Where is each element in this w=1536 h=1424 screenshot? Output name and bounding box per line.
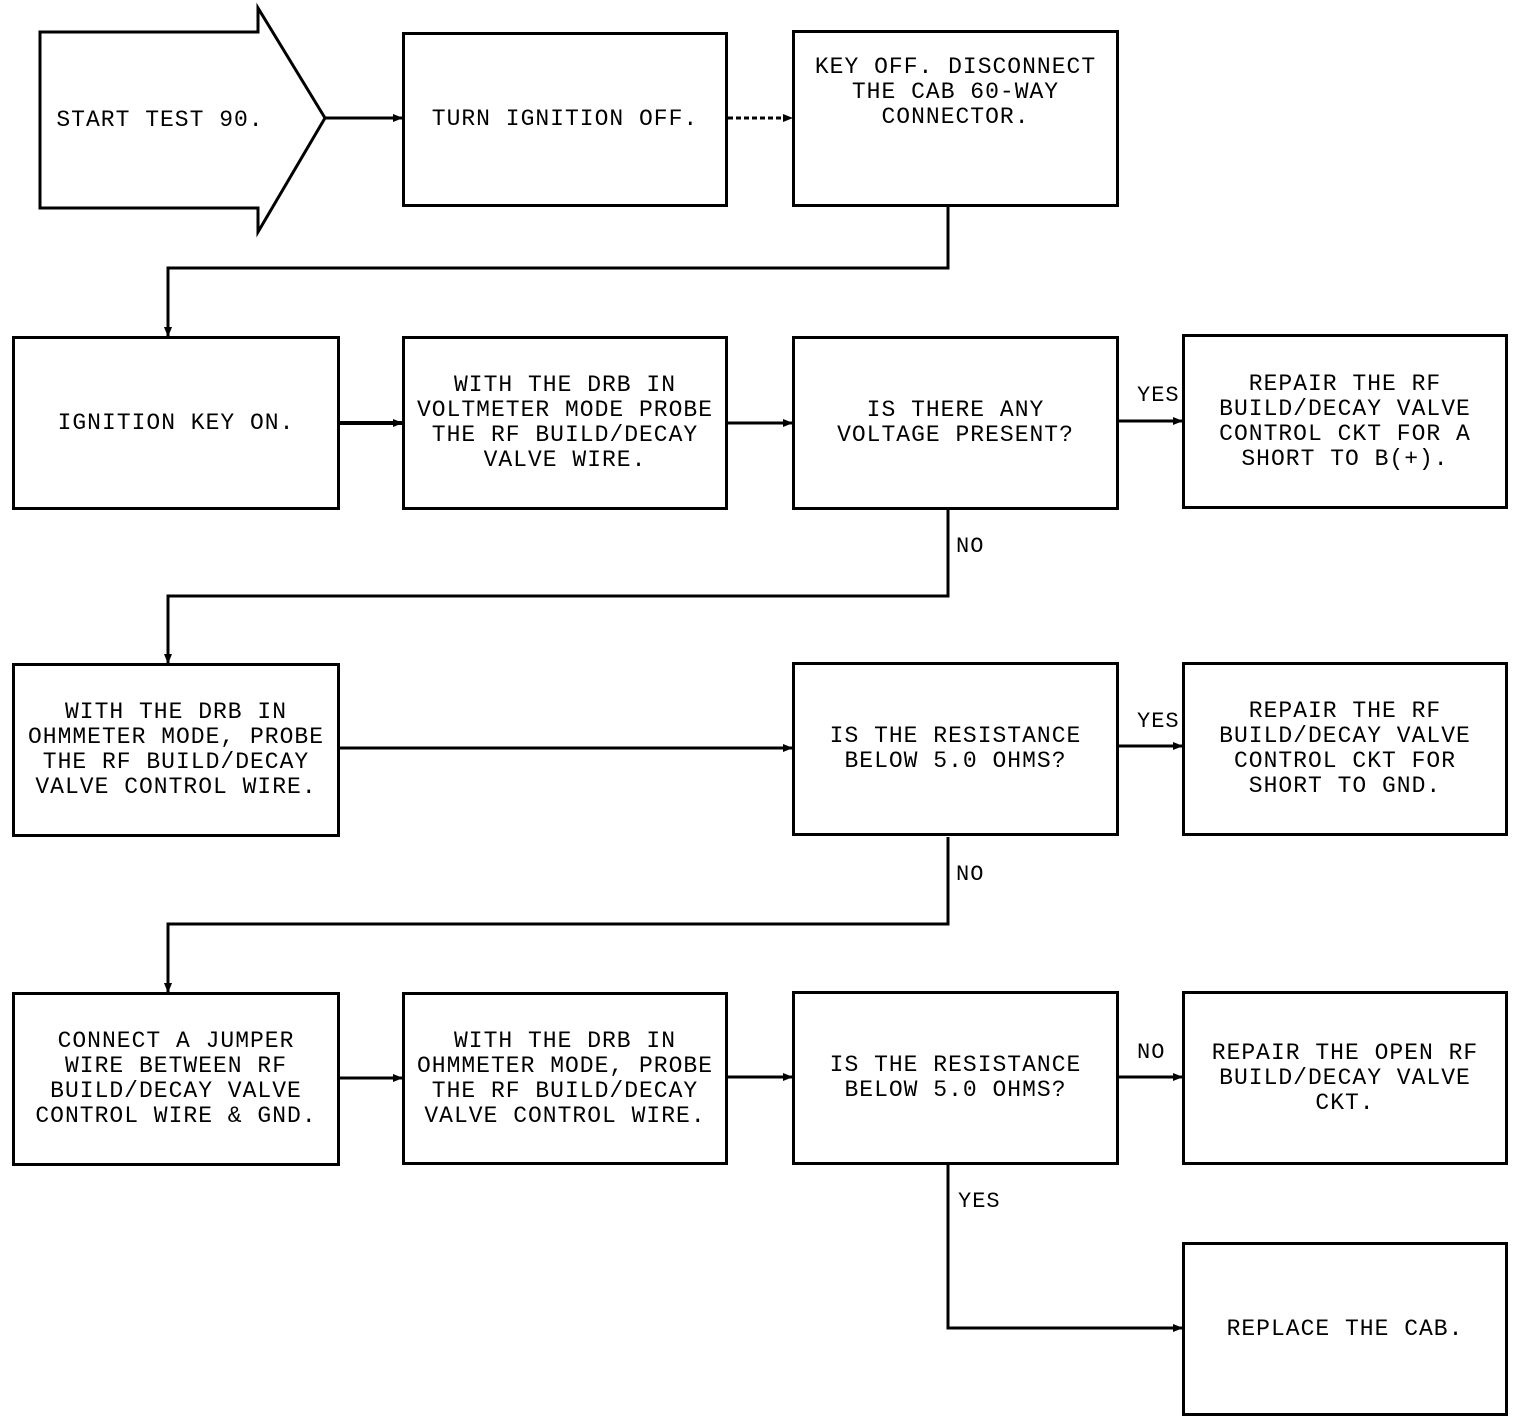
connector bbox=[164, 510, 950, 664]
step-text-line: WITH THE DRB IN bbox=[453, 372, 677, 398]
no-label: NO bbox=[956, 534, 985, 559]
step-text-line: BELOW 5.0 OHMS? bbox=[844, 1077, 1067, 1103]
start-test-label: START TEST 90. bbox=[56, 107, 264, 133]
connector bbox=[946, 1165, 1183, 1332]
connector bbox=[164, 837, 950, 993]
step-text-line: THE RF BUILD/DECAY bbox=[431, 1077, 699, 1104]
step-text-line: REPLACE THE CAB. bbox=[1226, 1315, 1464, 1342]
step-text-line: THE RF BUILD/DECAY bbox=[42, 749, 310, 775]
step-text-line: BUILD/DECAY VALVE bbox=[1219, 723, 1471, 749]
step-text-line: TURN IGNITION OFF. bbox=[431, 106, 699, 132]
step-text-line: VALVE WIRE. bbox=[483, 447, 647, 473]
step-text-line: IGNITION KEY ON. bbox=[57, 409, 295, 436]
step-box-key-on: IGNITION KEY ON. bbox=[12, 336, 340, 510]
step-text-line: BUILD/DECAY VALVE bbox=[50, 1078, 302, 1104]
step-text-line: WITH THE DRB IN bbox=[64, 699, 288, 725]
step-text-line: VALVE CONTROL WIRE. bbox=[35, 774, 317, 800]
step-box-turn-off: TURN IGNITION OFF. bbox=[402, 32, 728, 207]
yes-label: YES bbox=[958, 1189, 1001, 1214]
step-box-replace-cab: REPLACE THE CAB. bbox=[1182, 1242, 1508, 1416]
step-text-line: VOLTAGE PRESENT? bbox=[837, 422, 1074, 448]
step-text-line: CONTROL WIRE & GND. bbox=[35, 1103, 317, 1129]
step-text-line: CONTROL CKT FOR A bbox=[1219, 420, 1471, 447]
step-text-line: OHMMETER MODE, PROBE bbox=[416, 1052, 714, 1079]
step-text-line: CONTROL CKT FOR bbox=[1233, 748, 1457, 774]
step-text-line: REPAIR THE RF bbox=[1248, 370, 1442, 397]
step-text-line: BUILD/DECAY VALVE bbox=[1219, 395, 1471, 422]
step-text-line: CONNECTOR. bbox=[881, 104, 1030, 130]
step-text-line: CONNECT A JUMPER bbox=[57, 1028, 295, 1054]
step-text-line: BUILD/DECAY VALVE bbox=[1219, 1064, 1471, 1091]
step-text-line: WIRE BETWEEN RF bbox=[64, 1053, 288, 1079]
step-text-line: OHMMETER MODE, PROBE bbox=[27, 724, 325, 750]
step-text-line: IS THERE ANY bbox=[866, 397, 1045, 423]
step-text-line: IS THE RESISTANCE bbox=[829, 723, 1082, 749]
step-text-line: REPAIR THE OPEN RF bbox=[1211, 1039, 1479, 1066]
step-text-line: THE RF BUILD/DECAY bbox=[431, 422, 699, 448]
step-text-line: SHORT TO GND. bbox=[1248, 773, 1442, 799]
step-text-line: KEY OFF. DISCONNECT bbox=[814, 54, 1097, 80]
step-text-line: SHORT TO B(+). bbox=[1241, 445, 1449, 472]
yes-label: YES bbox=[1137, 709, 1180, 734]
step-text-line: IS THE RESISTANCE bbox=[829, 1052, 1082, 1078]
start-arrow-shape bbox=[38, 2, 327, 238]
no-label: NO bbox=[956, 862, 985, 887]
step-text-line: WITH THE DRB IN bbox=[453, 1027, 677, 1054]
step-text-line: BELOW 5.0 OHMS? bbox=[844, 748, 1067, 774]
connector bbox=[164, 207, 950, 337]
step-text-line: VALVE CONTROL WIRE. bbox=[424, 1102, 706, 1129]
step-text-line: THE CAB 60-WAY bbox=[851, 79, 1060, 105]
yes-label: YES bbox=[1137, 383, 1180, 408]
no-label: NO bbox=[1137, 1040, 1166, 1065]
step-text-line: VOLTMETER MODE PROBE bbox=[416, 397, 714, 423]
step-text-line: CKT. bbox=[1315, 1089, 1375, 1116]
step-text-line: REPAIR THE RF bbox=[1248, 698, 1442, 724]
